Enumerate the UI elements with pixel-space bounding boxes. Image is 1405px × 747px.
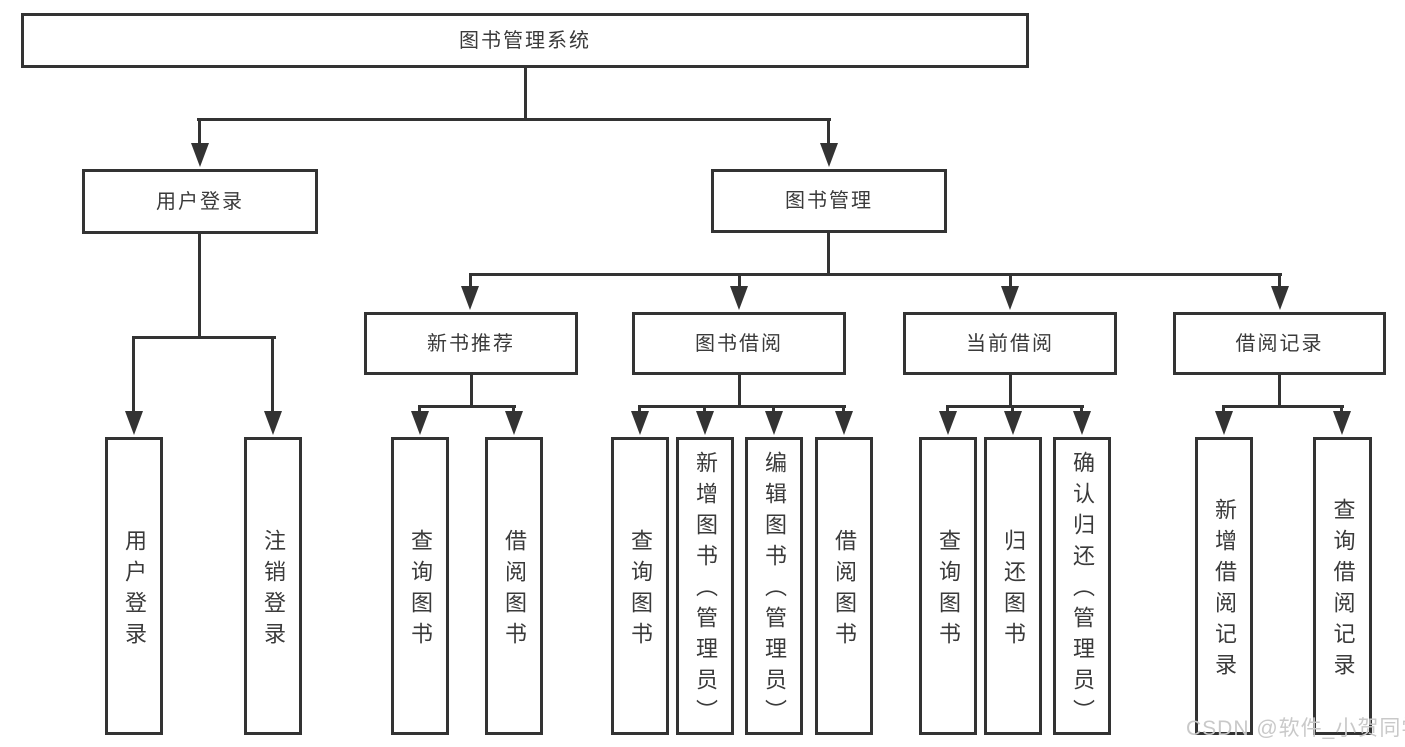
arrow-down-icon [939,411,957,435]
leaf-user-login-label: 用户登录 [122,528,147,653]
node-new-book-recommendation-label: 新书推荐 [427,332,515,355]
connector-line [1222,405,1344,408]
connector-line [198,118,201,148]
leaf-logout-label: 注销登录 [261,528,286,653]
arrow-down-icon [191,143,209,167]
arrow-down-icon [1004,411,1022,435]
leaf-query-borrow-record: 查询借阅记录 [1313,437,1372,735]
arrow-down-icon [631,411,649,435]
connector-line [469,273,1282,276]
leaf-confirm-return-admin: 确认归还（管理员） [1053,437,1111,735]
arrow-down-icon [730,286,748,310]
connector-line [738,273,741,295]
node-library-management-system-label: 图书管理系统 [459,29,591,52]
connector-line [638,405,846,408]
node-book-borrowing: 图书借阅 [632,312,846,375]
leaf-current-query-books: 查询图书 [919,437,977,735]
leaf-recommend-borrow-books: 借阅图书 [485,437,543,735]
leaf-recommend-query-books-label: 查询图书 [408,528,433,653]
node-book-management-label: 图书管理 [785,190,873,212]
arrow-down-icon [264,411,282,435]
connector-line [524,68,527,118]
connector-line [419,405,516,408]
leaf-add-books-admin: 新增图书（管理员） [676,437,734,735]
arrow-down-icon [820,143,838,167]
leaf-user-login: 用户登录 [105,437,163,735]
arrow-down-icon [125,411,143,435]
watermark: CSDN @软件_小贺同学 [1186,717,1405,740]
node-borrowing-records-label: 借阅记录 [1235,332,1324,355]
leaf-borrowing-borrow-books-label: 借阅图书 [832,528,857,653]
connector-line [827,118,830,148]
connector-line [198,234,201,337]
node-book-management: 图书管理 [711,169,947,233]
node-current-borrowing-label: 当前借阅 [966,332,1054,355]
connector-line [1009,273,1012,295]
node-borrowing-records: 借阅记录 [1173,312,1386,375]
leaf-recommend-borrow-books-label: 借阅图书 [502,528,527,653]
connector-line [469,273,472,295]
leaf-edit-books-admin-label: 编辑图书（管理员） [762,451,787,730]
leaf-return-books: 归还图书 [984,437,1042,735]
leaf-logout: 注销登录 [244,437,302,735]
connector-line [1278,375,1281,407]
leaf-borrowing-query-books-label: 查询图书 [628,528,653,653]
arrow-down-icon [1001,286,1019,310]
leaf-current-query-books-label: 查询图书 [936,528,961,653]
connector-line [827,233,830,275]
leaf-add-borrow-record-label: 新增借阅记录 [1212,497,1237,684]
leaf-recommend-query-books: 查询图书 [391,437,449,735]
leaf-borrowing-borrow-books: 借阅图书 [815,437,873,735]
node-book-borrowing-label: 图书借阅 [695,332,783,355]
leaf-add-books-admin-label: 新增图书（管理员） [693,451,718,730]
connector-line [133,336,276,339]
leaf-borrowing-query-books: 查询图书 [611,437,669,735]
node-new-book-recommendation: 新书推荐 [364,312,578,375]
leaf-return-books-label: 归还图书 [1001,528,1026,653]
node-current-borrowing: 当前借阅 [903,312,1117,375]
arrow-down-icon [1073,411,1091,435]
connector-line [132,336,135,416]
arrow-down-icon [765,411,783,435]
leaf-edit-books-admin: 编辑图书（管理员） [745,437,803,735]
leaf-confirm-return-admin-label: 确认归还（管理员） [1070,451,1095,730]
arrow-down-icon [461,286,479,310]
arrow-down-icon [1271,286,1289,310]
arrow-down-icon [505,411,523,435]
connector-line [738,375,741,407]
connector-line [1278,273,1281,295]
node-user-login: 用户登录 [82,169,318,234]
connector-line [271,336,274,416]
arrow-down-icon [835,411,853,435]
node-user-login-label: 用户登录 [156,190,244,213]
connector-line [197,118,831,121]
arrow-down-icon [696,411,714,435]
node-library-management-system: 图书管理系统 [21,13,1029,68]
connector-line [946,405,1084,408]
connector-line [470,375,473,407]
arrow-down-icon [1215,411,1233,435]
arrow-down-icon [411,411,429,435]
leaf-query-borrow-record-label: 查询借阅记录 [1330,497,1356,684]
leaf-add-borrow-record: 新增借阅记录 [1195,437,1253,735]
connector-line [1009,375,1012,407]
arrow-down-icon [1333,411,1351,435]
